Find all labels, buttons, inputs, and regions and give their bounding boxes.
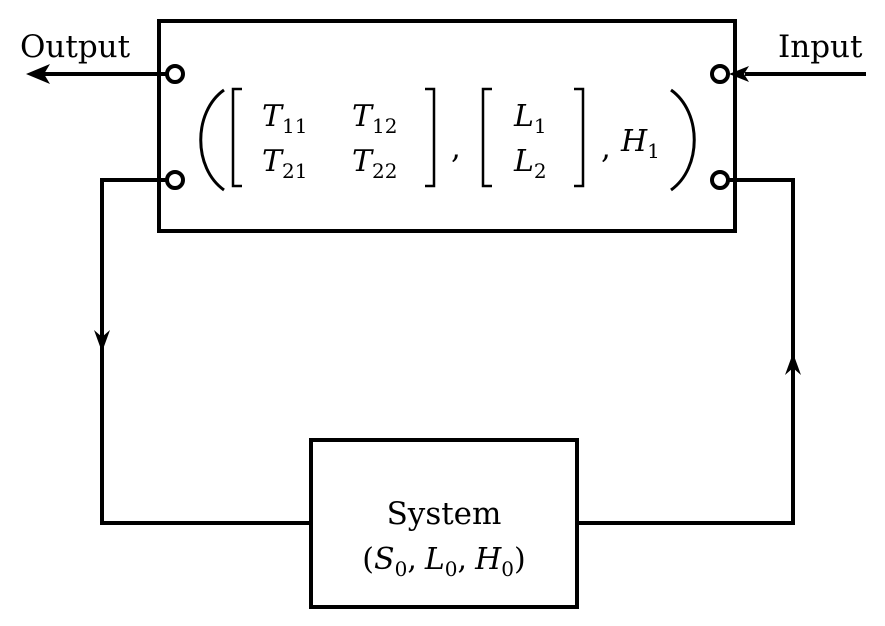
system-parameters: (S0,L0,H0) [362,542,525,581]
left-feedback-terminal [165,170,185,190]
matrix-t-right-bracket [425,87,436,188]
big-close-paren [670,88,696,192]
input-arrow [729,66,866,82]
matrix-entry-t12: T12 [352,99,397,138]
output-label: Output [20,29,131,65]
right-feedback-wire [577,178,801,525]
vector-l-left-bracket [481,87,492,188]
matrix-entry-t22: T22 [352,144,397,183]
scalar-h1: H1 [620,124,660,163]
right-feedback-terminal [710,170,730,190]
comma-after-l: , [601,130,611,166]
vector-entry-l1: L1 [513,99,547,138]
system-title: System [387,496,502,532]
output-terminal [165,64,185,84]
big-open-paren [199,88,225,192]
matrix-entry-t21: T21 [262,144,307,183]
vector-entry-l2: L2 [513,144,547,183]
left-feedback-wire [94,178,311,525]
matrix-t-left-bracket [231,87,242,188]
input-terminal [710,64,730,84]
output-arrow [26,64,167,84]
vector-l-right-bracket [574,87,585,188]
input-label: Input [778,29,863,65]
matrix-entry-t11: T11 [262,99,307,138]
comma-after-t: , [451,130,461,166]
top-block-box [157,19,737,233]
